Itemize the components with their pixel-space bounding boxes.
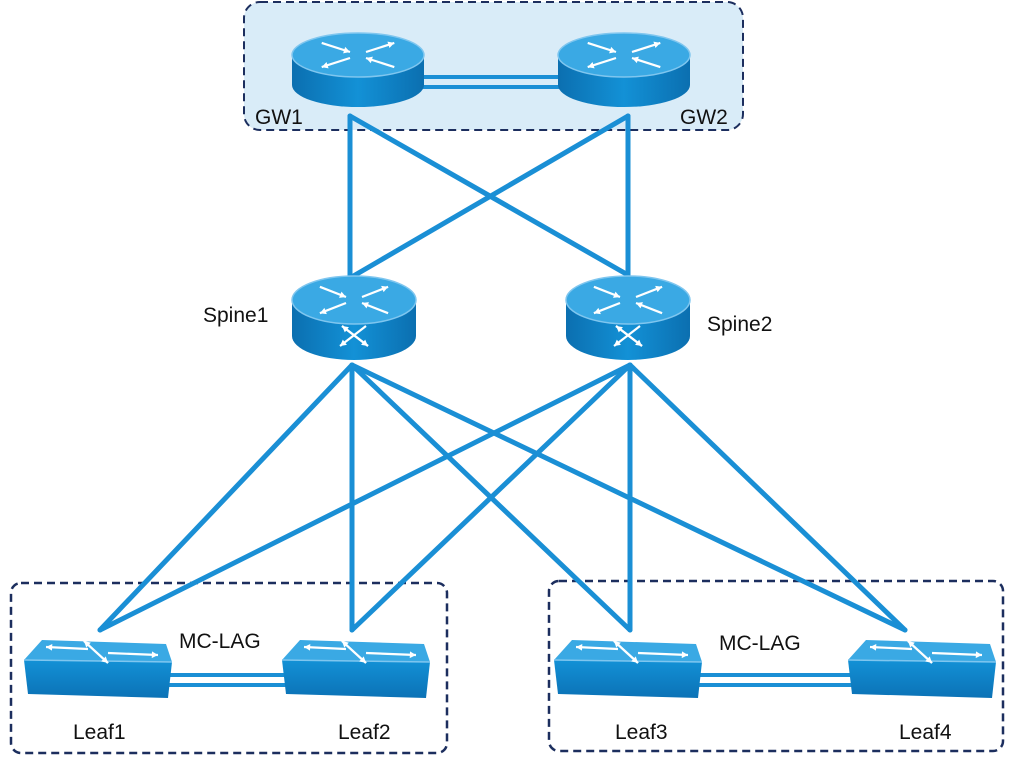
gw2-label: GW2	[680, 106, 728, 129]
link-spine1-leaf1	[97, 362, 355, 633]
spine1-core-router-icon	[291, 275, 417, 360]
mc-lag-label-2: MC-LAG	[719, 632, 801, 655]
gw1-router-icon	[291, 32, 425, 107]
gw2-router-icon	[557, 32, 691, 107]
spine2-label: Spine2	[707, 313, 772, 336]
leaf-group-2-box	[547, 579, 1005, 753]
link-spine2-leaf2	[349, 362, 633, 633]
leaf4-switch-icon	[847, 640, 997, 698]
link-leaf1-leaf2	[162, 673, 292, 687]
mc-lag-label-1: MC-LAG	[179, 630, 261, 653]
leaf2-switch-icon	[281, 640, 431, 698]
nodes-layer	[23, 32, 997, 698]
link-spine2-leaf1	[97, 362, 633, 633]
leaf4-label: Leaf4	[899, 721, 952, 744]
link-gw1-gw2	[414, 75, 568, 89]
leaf1-switch-icon	[23, 640, 173, 698]
link-spine2-leaf4	[627, 362, 908, 633]
leaf3-switch-icon	[553, 640, 703, 698]
spine1-label: Spine1	[203, 304, 268, 327]
link-gw2-spine1	[347, 113, 631, 281]
links-layer	[97, 75, 908, 687]
leaf-group-1-box	[9, 581, 449, 755]
spine2-core-router-icon	[565, 275, 691, 360]
leaf1-label: Leaf1	[73, 721, 126, 744]
gw1-label: GW1	[255, 106, 303, 129]
leaf3-label: Leaf3	[615, 721, 668, 744]
leaf2-label: Leaf2	[338, 721, 391, 744]
link-leaf3-leaf4	[692, 673, 858, 687]
